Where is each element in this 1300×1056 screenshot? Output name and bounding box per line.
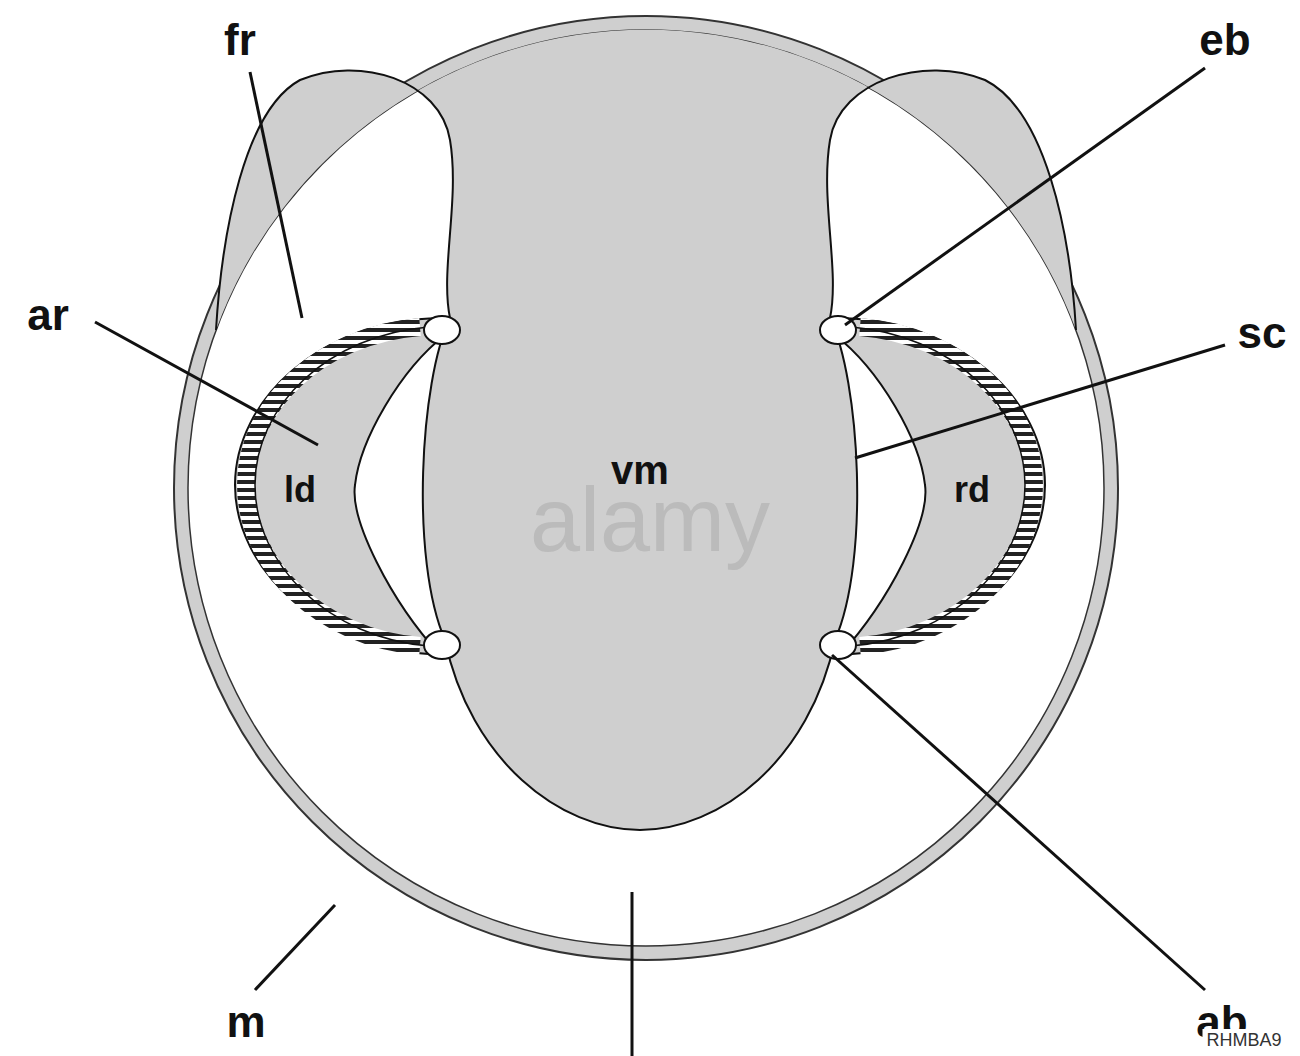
part-label: m [226, 1000, 265, 1044]
image-code: RHMBA9 [1202, 1029, 1285, 1051]
part-label: rd [954, 472, 990, 508]
membrane-ring [174, 16, 1118, 960]
part-label: ar [27, 293, 69, 337]
left-disc [235, 318, 445, 655]
body-dot [424, 631, 460, 659]
part-label: sc [1238, 311, 1287, 355]
part-label: fr [224, 18, 256, 62]
right-rim-line [851, 327, 1025, 646]
left-rim-hatch [246, 327, 420, 646]
watermark: alamy [530, 475, 770, 565]
right-rim-hatch [860, 327, 1034, 646]
inner-space [188, 30, 1104, 946]
right-disc [835, 318, 1045, 655]
part-label: ld [284, 472, 316, 508]
left-rim-line [255, 327, 429, 646]
part-label: eb [1199, 18, 1250, 62]
body-dot [820, 631, 856, 659]
mass-outline [216, 70, 1076, 830]
body-dot [424, 316, 460, 344]
leader-lines [95, 68, 1225, 1056]
